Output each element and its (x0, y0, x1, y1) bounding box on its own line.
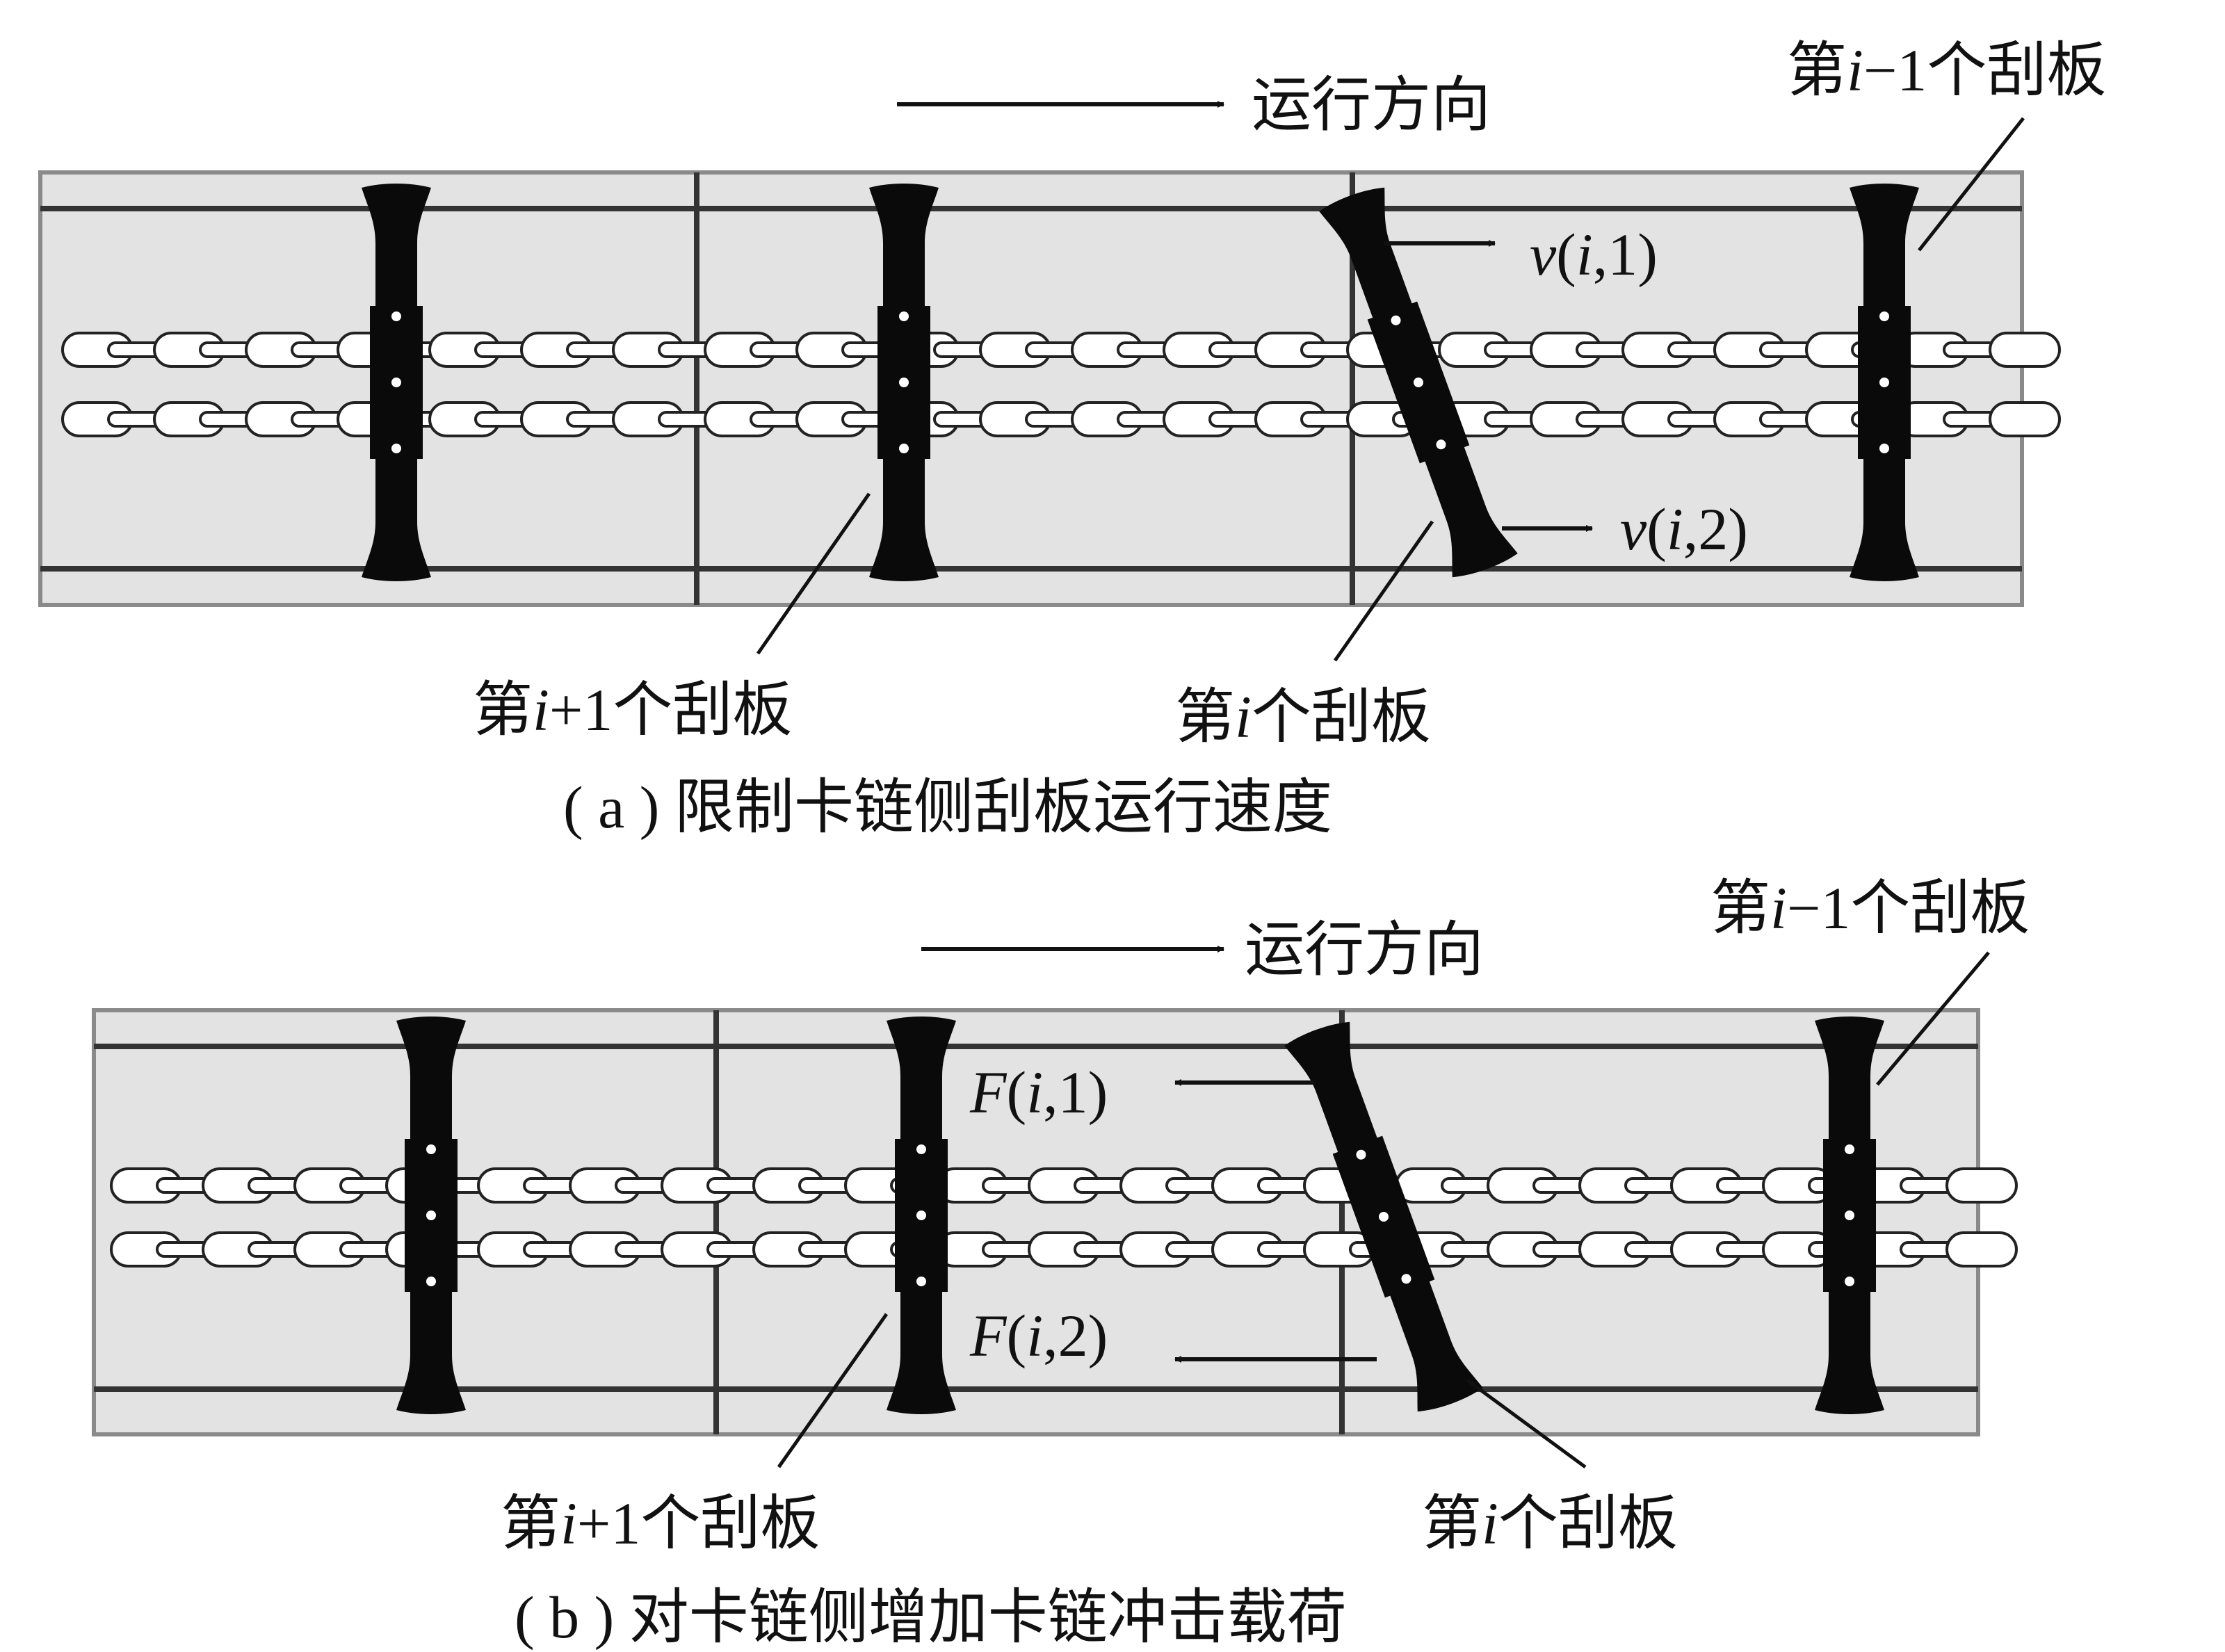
force-label-1: F(i,1) (969, 1059, 1108, 1126)
velocity-label-2: v(i,2) (1620, 496, 1748, 562)
leader-next (777, 1313, 889, 1468)
leader-current (1333, 520, 1434, 662)
leader-prev (1918, 117, 2025, 252)
chain-link (1989, 332, 2061, 368)
caption-b: ( b ) 对卡链侧增加卡链冲击载荷 (515, 1584, 1347, 1651)
leader-prev (1876, 951, 1990, 1086)
chain-link (1989, 401, 2061, 437)
direction-label: 运行方向 (1245, 916, 1484, 983)
chain-link (1945, 1167, 2018, 1204)
panel-b: 运行方向 F(i,1) F(i,2) 第i−1个刮板 第i+1个刮板 第i个刮板… (92, 875, 2030, 1651)
label-current-scraper: 第i个刮板 (1422, 1490, 1678, 1557)
label-next-scraper: 第i+1个刮板 (473, 677, 792, 743)
caption-a: ( a ) 限制卡链侧刮板运行速度 (563, 774, 1332, 841)
direction-label: 运行方向 (1252, 72, 1491, 138)
direction-indicator: 运行方向 (897, 72, 1491, 138)
direction-indicator: 运行方向 (921, 916, 1484, 983)
leader-current (1466, 1378, 1587, 1469)
chain-upper (110, 1167, 2018, 1204)
chain-lower (110, 1231, 2018, 1268)
label-next-scraper: 第i+1个刮板 (501, 1490, 820, 1557)
label-prev-scraper: 第i−1个刮板 (1710, 875, 2030, 941)
label-prev-scraper: 第i−1个刮板 (1787, 37, 2106, 104)
label-current-scraper: 第i个刮板 (1175, 683, 1431, 750)
panel-a: 运行方向 v(i,1) v(i,2) 第i−1个刮板 第i+1个刮板 第i个刮板… (38, 37, 2106, 841)
force-label-2: F(i,2) (969, 1302, 1108, 1369)
leader-next (756, 492, 871, 655)
chain-link (1945, 1231, 2018, 1268)
velocity-label-1: v(i,1) (1530, 221, 1658, 288)
